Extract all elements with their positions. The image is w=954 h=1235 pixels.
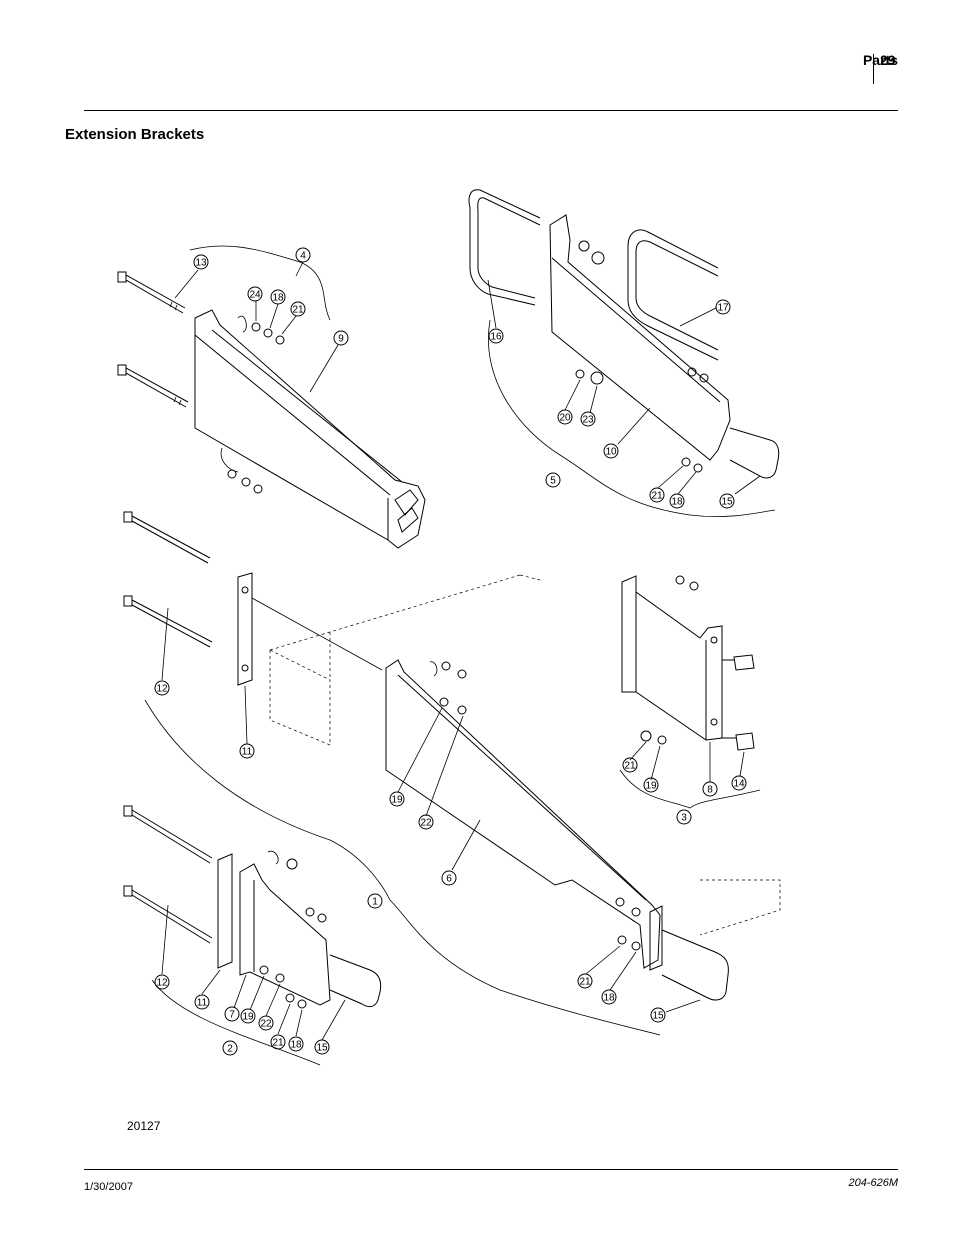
callout-21-lower-right: 21 [579, 977, 591, 988]
group-outline-5 [488, 319, 776, 517]
bolt-13-upper [117, 271, 186, 314]
callout-1: 1 [372, 897, 378, 908]
group-outline-3 [619, 769, 761, 809]
bracket-9-body [194, 309, 426, 549]
bracket-assembly-4 [117, 245, 426, 549]
footer-date: 1/30/2007 [84, 1181, 133, 1193]
header-page-number: 29 [880, 52, 896, 68]
callout-23: 23 [582, 415, 594, 426]
callout-22-lower: 22 [260, 1019, 272, 1030]
callout-5: 5 [550, 476, 556, 487]
bolt-13-lower [117, 364, 189, 408]
callout-11-lower: 11 [197, 998, 208, 1009]
ubolt-15-upper [729, 427, 780, 479]
callout-17: 17 [717, 303, 729, 314]
top-rule [84, 110, 898, 111]
group-outline-2 [151, 979, 321, 1066]
callout-19-right-middle: 19 [645, 781, 657, 792]
bracket-assembly-5 [468, 189, 780, 517]
callout-18-upper-right: 18 [671, 497, 683, 508]
bracket-assembly-2 [123, 805, 382, 1066]
footer-doc-number: 204-626M [848, 1177, 898, 1189]
plate-11-lower [217, 853, 233, 969]
bolt-12-lower [123, 595, 213, 648]
callout-19-lower: 19 [242, 1012, 254, 1023]
callout-22-middle: 22 [420, 818, 432, 829]
callout-21-upper-right: 21 [651, 491, 663, 502]
callout-11-middle: 11 [242, 747, 253, 758]
callout-18-upper-left: 18 [272, 293, 284, 304]
callout-18-lower: 18 [290, 1040, 302, 1051]
plate-11-upper [237, 572, 253, 686]
callout-3: 3 [681, 813, 687, 824]
callouts: 13 4 24 18 21 9 16 17 20 23 10 5 21 18 1… [154, 247, 747, 1056]
ubolt-16 [468, 189, 541, 306]
callout-2: 2 [227, 1044, 233, 1055]
group-outline-1 [144, 699, 661, 1036]
bracket-7-body [239, 863, 331, 1006]
callout-8: 8 [707, 785, 713, 796]
callout-21-lower: 21 [272, 1038, 284, 1049]
washer-24 [251, 322, 261, 332]
leader-lines [161, 261, 761, 1041]
bottom-rule [84, 1169, 898, 1170]
callout-14: 14 [733, 779, 745, 790]
callout-6: 6 [446, 874, 452, 885]
callout-7: 7 [229, 1010, 235, 1021]
callout-16: 16 [490, 332, 502, 343]
header-section-label: Parts [862, 52, 898, 68]
callout-19-middle: 19 [391, 795, 403, 806]
callout-13-upper-left: 13 [195, 258, 207, 269]
bolt-12b-upper [123, 805, 213, 864]
callout-20: 20 [559, 413, 571, 424]
ubolt-17 [627, 229, 719, 361]
bracket-assembly-3 [619, 575, 761, 809]
group-outline-4 [189, 245, 331, 321]
callout-21-upper-left: 21 [292, 305, 304, 316]
callout-9: 9 [338, 334, 344, 345]
center-assembly [123, 511, 781, 1036]
square-tube [269, 574, 781, 936]
callout-15-upper-right: 15 [721, 497, 733, 508]
bracket-6-body [385, 659, 661, 969]
callout-4: 4 [300, 251, 306, 262]
bracket-10-body [549, 214, 731, 461]
callout-12-lower: 12 [156, 978, 168, 989]
ubolt-15-lower [661, 929, 729, 1001]
callout-12-middle: 12 [156, 684, 168, 695]
callout-15-lower: 15 [316, 1043, 328, 1054]
bolt-12-upper [123, 511, 211, 564]
bolt-12b-lower [123, 885, 213, 944]
section-title: Extension Brackets [65, 126, 205, 143]
callout-15-lower-right: 15 [652, 1011, 664, 1022]
callout-24: 24 [249, 290, 261, 301]
callout-21-right-middle: 21 [624, 761, 636, 772]
hook-4a [237, 315, 247, 333]
callout-10: 10 [605, 447, 617, 458]
bracket-8-body [621, 575, 723, 741]
header-separator [873, 54, 874, 84]
figure-id: 20127 [127, 1119, 161, 1133]
callout-18-lower-right: 18 [603, 993, 615, 1004]
